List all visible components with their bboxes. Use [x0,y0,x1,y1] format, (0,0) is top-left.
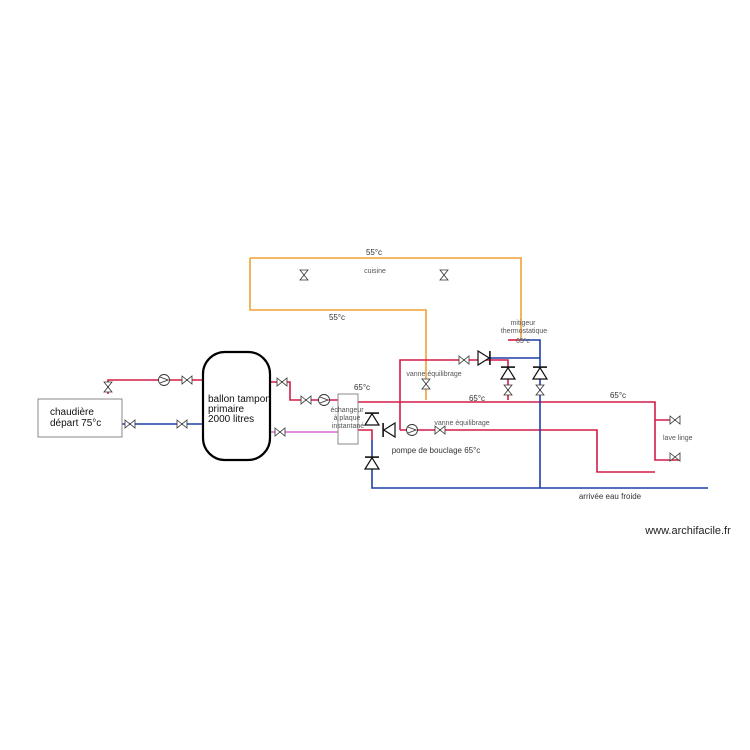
exchanger-label: échangeur à plaque instantané [330,407,365,430]
heat-exchanger [337,393,359,445]
valve-icon [439,269,449,281]
valve-icon [669,415,681,425]
valve-icon [503,384,513,396]
valve-icon [300,395,312,405]
mixer-temp: 65°c [516,337,531,345]
hot-riser-pipe [399,359,509,430]
pump-icon [406,424,418,436]
check-valve-icon [363,412,381,426]
valve-icon [276,377,288,387]
exchanger-temp: 65°c [354,383,370,392]
hot-distribution-pipe [358,401,680,461]
valve-icon [535,384,545,396]
boiler-label: chaudière départ 75°c [50,407,101,429]
return-loop-pipe [400,429,655,473]
mixer-label: mitigeur thermostatique [501,320,547,335]
circulation-pump-label: pompe de bouclage 65°c [392,446,481,455]
check-valve-icon [531,366,549,380]
check-valve-icon [499,366,517,380]
valve-icon [434,425,446,435]
loop-temp-top: 55°c [366,248,382,257]
check-valve-icon [363,456,381,470]
valve-icon [181,375,193,385]
valve-icon [458,355,470,365]
sanitary-loop-pipes [249,257,522,400]
buffer-tank-label: ballon tampon primaire 2000 litres [208,394,274,425]
valve-icon [299,269,309,281]
valve-icon [124,419,136,429]
cold-inlet-pipe [371,440,708,489]
pump-icon [158,374,170,386]
loop-temp-left: 55°c [329,313,345,322]
pump-icon [318,394,330,406]
valve-icon [669,452,681,462]
hot-line-temp-1: 65°c [469,394,485,403]
cold-inlet-label: arrivée eau froide [579,492,642,501]
laundry-label: lave linge [663,435,693,442]
watermark-text: www.archifacile.fr [644,525,731,537]
boiler-box [37,398,123,438]
pump-group [158,374,418,436]
boiler-supply-pipe [107,379,202,394]
kitchen-label: cuisine [364,268,386,275]
balancing-valve-top-label: vanne équilibrage [406,371,461,378]
valve-icon [274,427,286,437]
check-valve-link [358,429,373,440]
valve-group [103,269,681,462]
cold-riser-pipe [521,339,541,488]
loop-pipe-left [249,258,427,400]
check-valve-icon [382,421,396,439]
valve-icon [176,419,188,429]
buffer-tank [201,350,272,462]
valve-icon [103,381,113,393]
valve-icon [421,378,431,390]
check-valve-icon [477,349,491,367]
balancing-valve-bottom-label: vanne équilibrage [434,420,489,427]
loop-pipe-top [250,257,522,340]
hot-line-temp-2: 65°c [610,391,626,400]
check-valve-group [363,349,549,470]
